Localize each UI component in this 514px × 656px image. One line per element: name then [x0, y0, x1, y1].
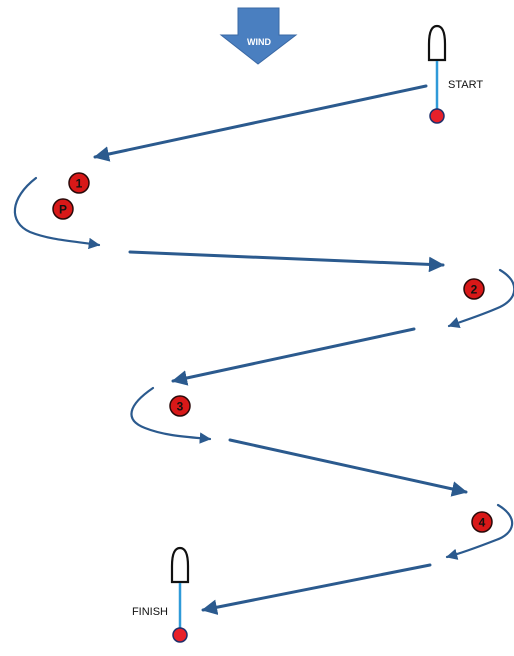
course-leg-4-to-finish: [201, 563, 432, 615]
finish-buoy: [172, 627, 188, 643]
start-boat-icon: [427, 24, 447, 62]
wind-indicator: WIND: [219, 7, 298, 65]
course-leg-1-to-2: [128, 250, 445, 273]
mark-p: P: [52, 198, 74, 220]
course-leg-2-to-3: [171, 327, 416, 386]
rounding-arc-2: [447, 268, 514, 328]
wind-label: WIND: [247, 37, 271, 47]
finish-line: FINISH: [132, 546, 190, 643]
course-leg-start-to-1: [93, 84, 428, 162]
mark-4: 4: [471, 511, 493, 533]
course-path: [13, 84, 514, 615]
mark-p-label: P: [59, 203, 67, 217]
start-label: START: [448, 79, 483, 91]
rounding-arc-3: [130, 386, 212, 444]
mark-2-label: 2: [471, 283, 478, 297]
finish-label: FINISH: [132, 606, 168, 618]
start-buoy: [429, 108, 445, 124]
start-line: START: [427, 24, 483, 124]
mark-1-label: 1: [76, 177, 83, 191]
mark-3-label: 3: [177, 400, 184, 414]
wind-arrow-icon: [219, 7, 298, 65]
mark-2: 2: [463, 278, 485, 300]
course-leg-3-to-4: [228, 438, 468, 497]
rounding-arc-1: [13, 176, 101, 250]
finish-boat-icon: [170, 546, 190, 584]
mark-4-label: 4: [479, 516, 486, 530]
rounding-arc-4: [445, 503, 514, 560]
mark-3: 3: [169, 395, 191, 417]
mark-1: 1: [68, 172, 90, 194]
